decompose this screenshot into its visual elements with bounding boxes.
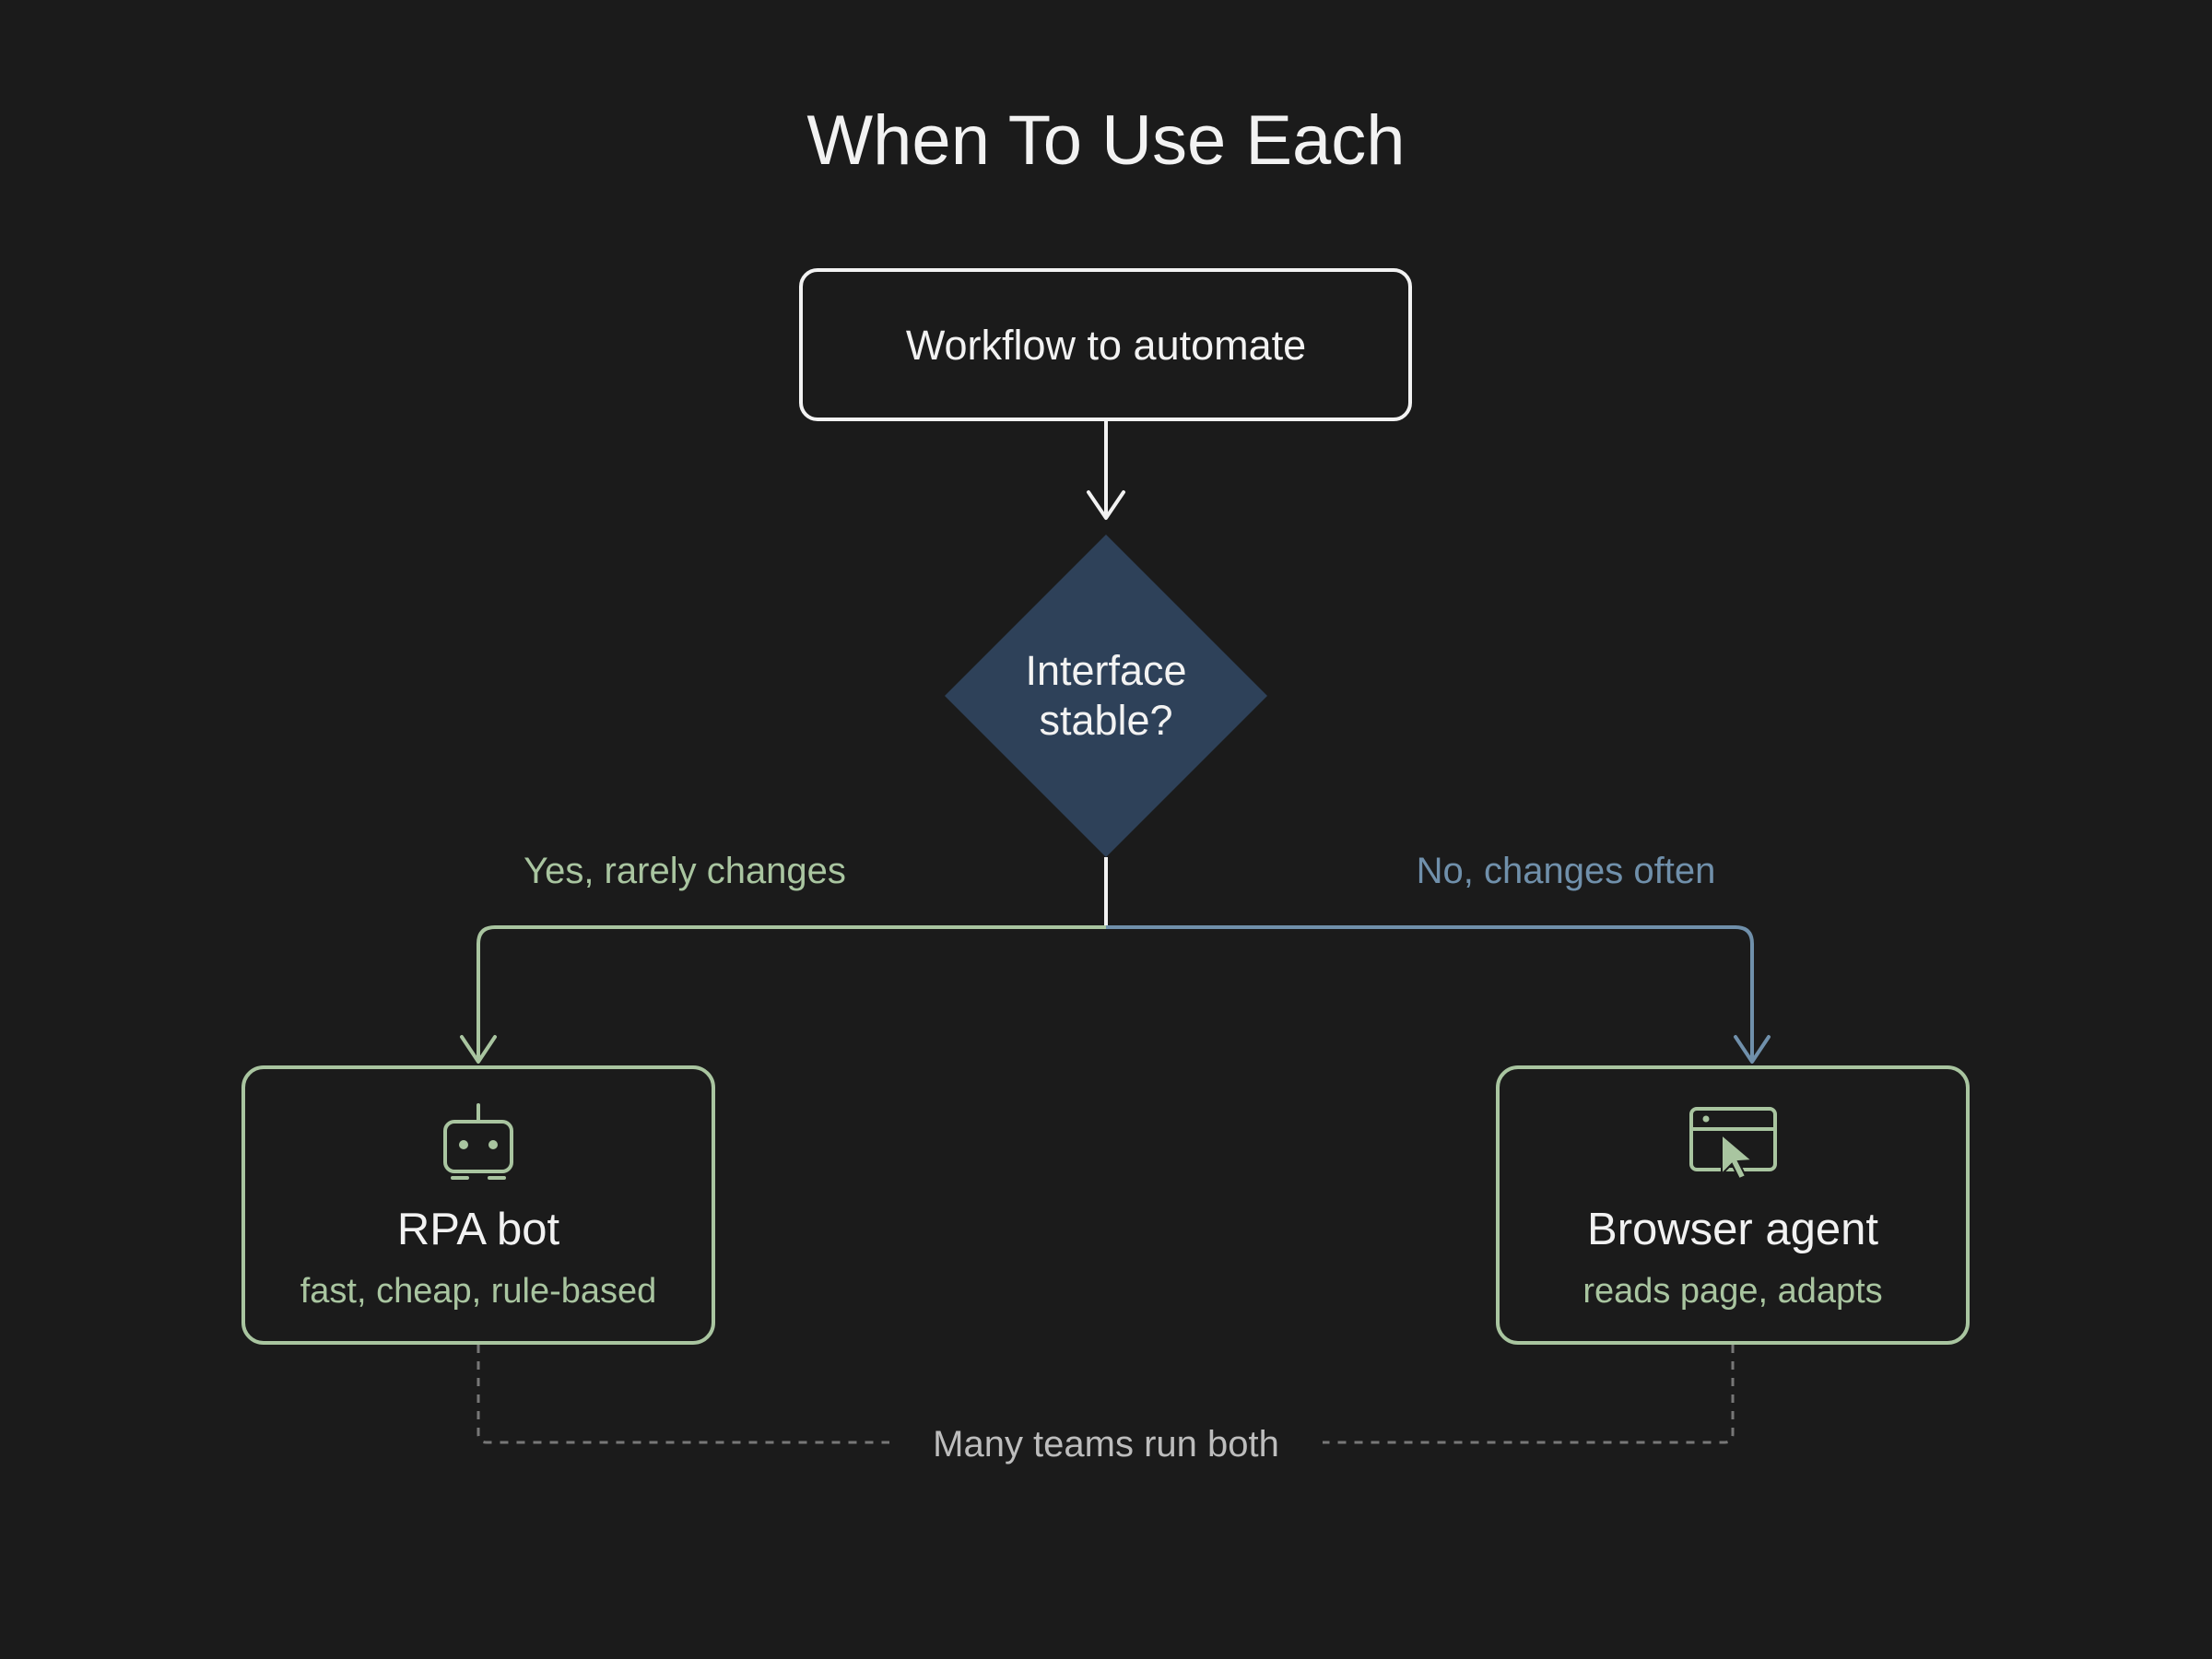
start-node-box <box>799 268 1412 421</box>
yes-branch-line <box>477 925 1106 1060</box>
browser-agent-subtitle: reads page, adapts <box>1583 1272 1882 1311</box>
dashed-connector-left <box>477 1345 889 1444</box>
footer-note: Many teams run both <box>933 1424 1279 1465</box>
decision-diamond <box>945 535 1267 857</box>
no-branch-line <box>1106 925 1754 1060</box>
yes-branch-arrowhead <box>460 1035 497 1064</box>
no-branch-arrowhead <box>1734 1035 1771 1064</box>
diagram-title: When To Use Each <box>806 101 1405 180</box>
start-node: Workflow to automate <box>799 268 1412 421</box>
browser-cursor-icon <box>1689 1107 1777 1181</box>
no-branch: No, changes often <box>1106 851 1771 1064</box>
no-branch-label: No, changes often <box>1417 851 1716 891</box>
rpa-bot-subtitle: fast, cheap, rule-based <box>300 1272 657 1311</box>
rpa-bot-node: RPA bot fast, cheap, rule-based <box>241 1065 715 1345</box>
start-node-label: Workflow to automate <box>906 322 1306 369</box>
robot-icon <box>443 1103 513 1180</box>
decision-label-line2: stable? <box>1039 697 1172 744</box>
browser-agent-box <box>1496 1065 1970 1345</box>
decision-node: Interface stable? <box>945 535 1267 857</box>
arrow-start-to-decision <box>1087 420 1125 520</box>
rpa-bot-title: RPA bot <box>397 1205 560 1254</box>
browser-agent-title: Browser agent <box>1587 1205 1878 1254</box>
rpa-bot-box <box>241 1065 715 1345</box>
dashed-connector-right <box>1323 1345 1735 1444</box>
yes-branch-label: Yes, rarely changes <box>524 851 846 891</box>
decision-label-line1: Interface <box>1025 647 1186 694</box>
shared-usage-connector: Many teams run both <box>477 1345 1735 1465</box>
yes-branch: Yes, rarely changes <box>460 851 1106 1064</box>
browser-agent-node: Browser agent reads page, adapts <box>1496 1065 1970 1345</box>
